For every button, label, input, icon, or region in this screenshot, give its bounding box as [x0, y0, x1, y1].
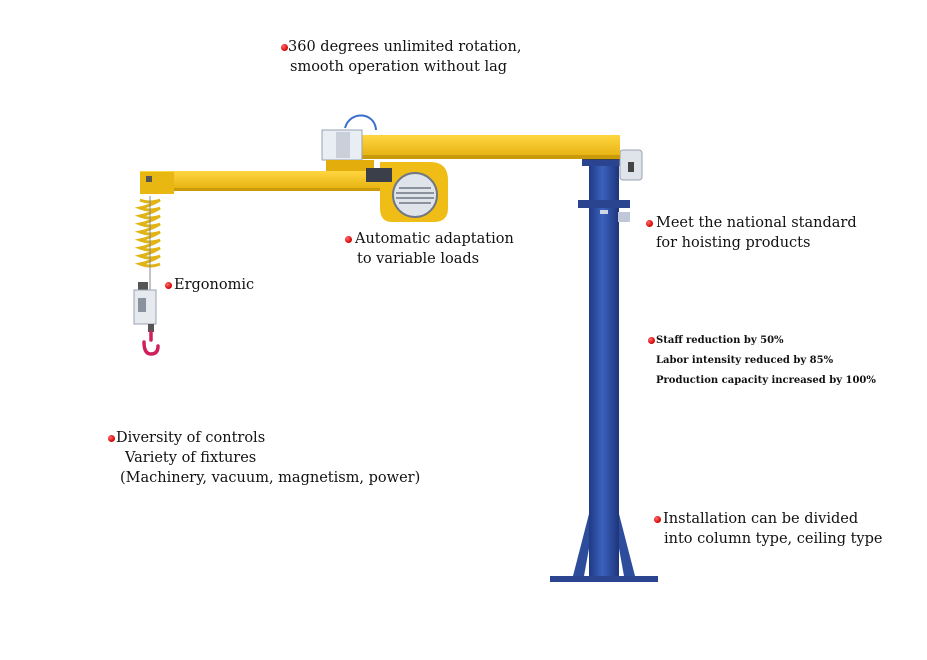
- bullet-dot-icon: [345, 236, 352, 243]
- callout-staff-line-1: Staff reduction by 50%: [656, 335, 784, 346]
- callout-installation-line-1: Installation can be divided: [663, 511, 859, 527]
- callout-adaptation: Automatic adaptation to variable loads: [345, 229, 514, 269]
- balancer-housing: [366, 162, 448, 222]
- secondary-arm: [140, 171, 400, 191]
- callout-ergonomic-line-1: Ergonomic: [174, 277, 255, 293]
- callout-staff-line-3: Production capacity increased by 100%: [656, 375, 876, 386]
- bullet-dot-icon: [654, 516, 661, 523]
- callout-rotation-line-2: smooth operation without lag: [290, 59, 508, 75]
- callout-standard-line-2: for hoisting products: [656, 235, 811, 251]
- callout-adaptation-line-1: Automatic adaptation: [355, 231, 514, 247]
- callout-controls: Diversity of controls Variety of fixture…: [108, 428, 421, 488]
- callout-rotation: 360 degrees unlimited rotation, smooth o…: [281, 37, 522, 77]
- column: [589, 160, 619, 576]
- callout-standard-line-1: Meet the national standard: [656, 215, 857, 231]
- callout-staff-line-2: Labor intensity reduced by 85%: [656, 355, 834, 366]
- callout-controls-line-1: Diversity of controls: [116, 430, 266, 446]
- bullet-dot-icon: [165, 282, 172, 289]
- callout-installation-line-2: into column type, ceiling type: [664, 531, 883, 547]
- column-flange-top: [582, 158, 626, 166]
- callout-staff: Staff reduction by 50% Labor intensity r…: [648, 331, 876, 391]
- control-handle: [133, 282, 157, 332]
- callout-ergonomic: Ergonomic: [165, 275, 255, 295]
- bullet-dot-icon: [648, 337, 655, 344]
- balancer-wheel: [392, 172, 438, 218]
- callout-rotation-line-1: 360 degrees unlimited rotation,: [288, 39, 522, 55]
- callout-controls-line-2: Variety of fixtures: [125, 450, 257, 466]
- callout-adaptation-line-2: to variable loads: [357, 251, 480, 267]
- callout-standard: Meet the national standard for hoisting …: [646, 213, 857, 253]
- bullet-dot-icon: [108, 435, 115, 442]
- callout-installation: Installation can be divided into column …: [654, 509, 883, 549]
- callout-controls-line-3: (Machinery, vacuum, magnetism, power): [120, 470, 421, 486]
- elbow-joint: [321, 114, 377, 178]
- bullet-dot-icon: [646, 220, 653, 227]
- bullet-dot-icon: [281, 44, 288, 51]
- hook-icon: [142, 330, 160, 356]
- column-flange-lower: [578, 200, 630, 208]
